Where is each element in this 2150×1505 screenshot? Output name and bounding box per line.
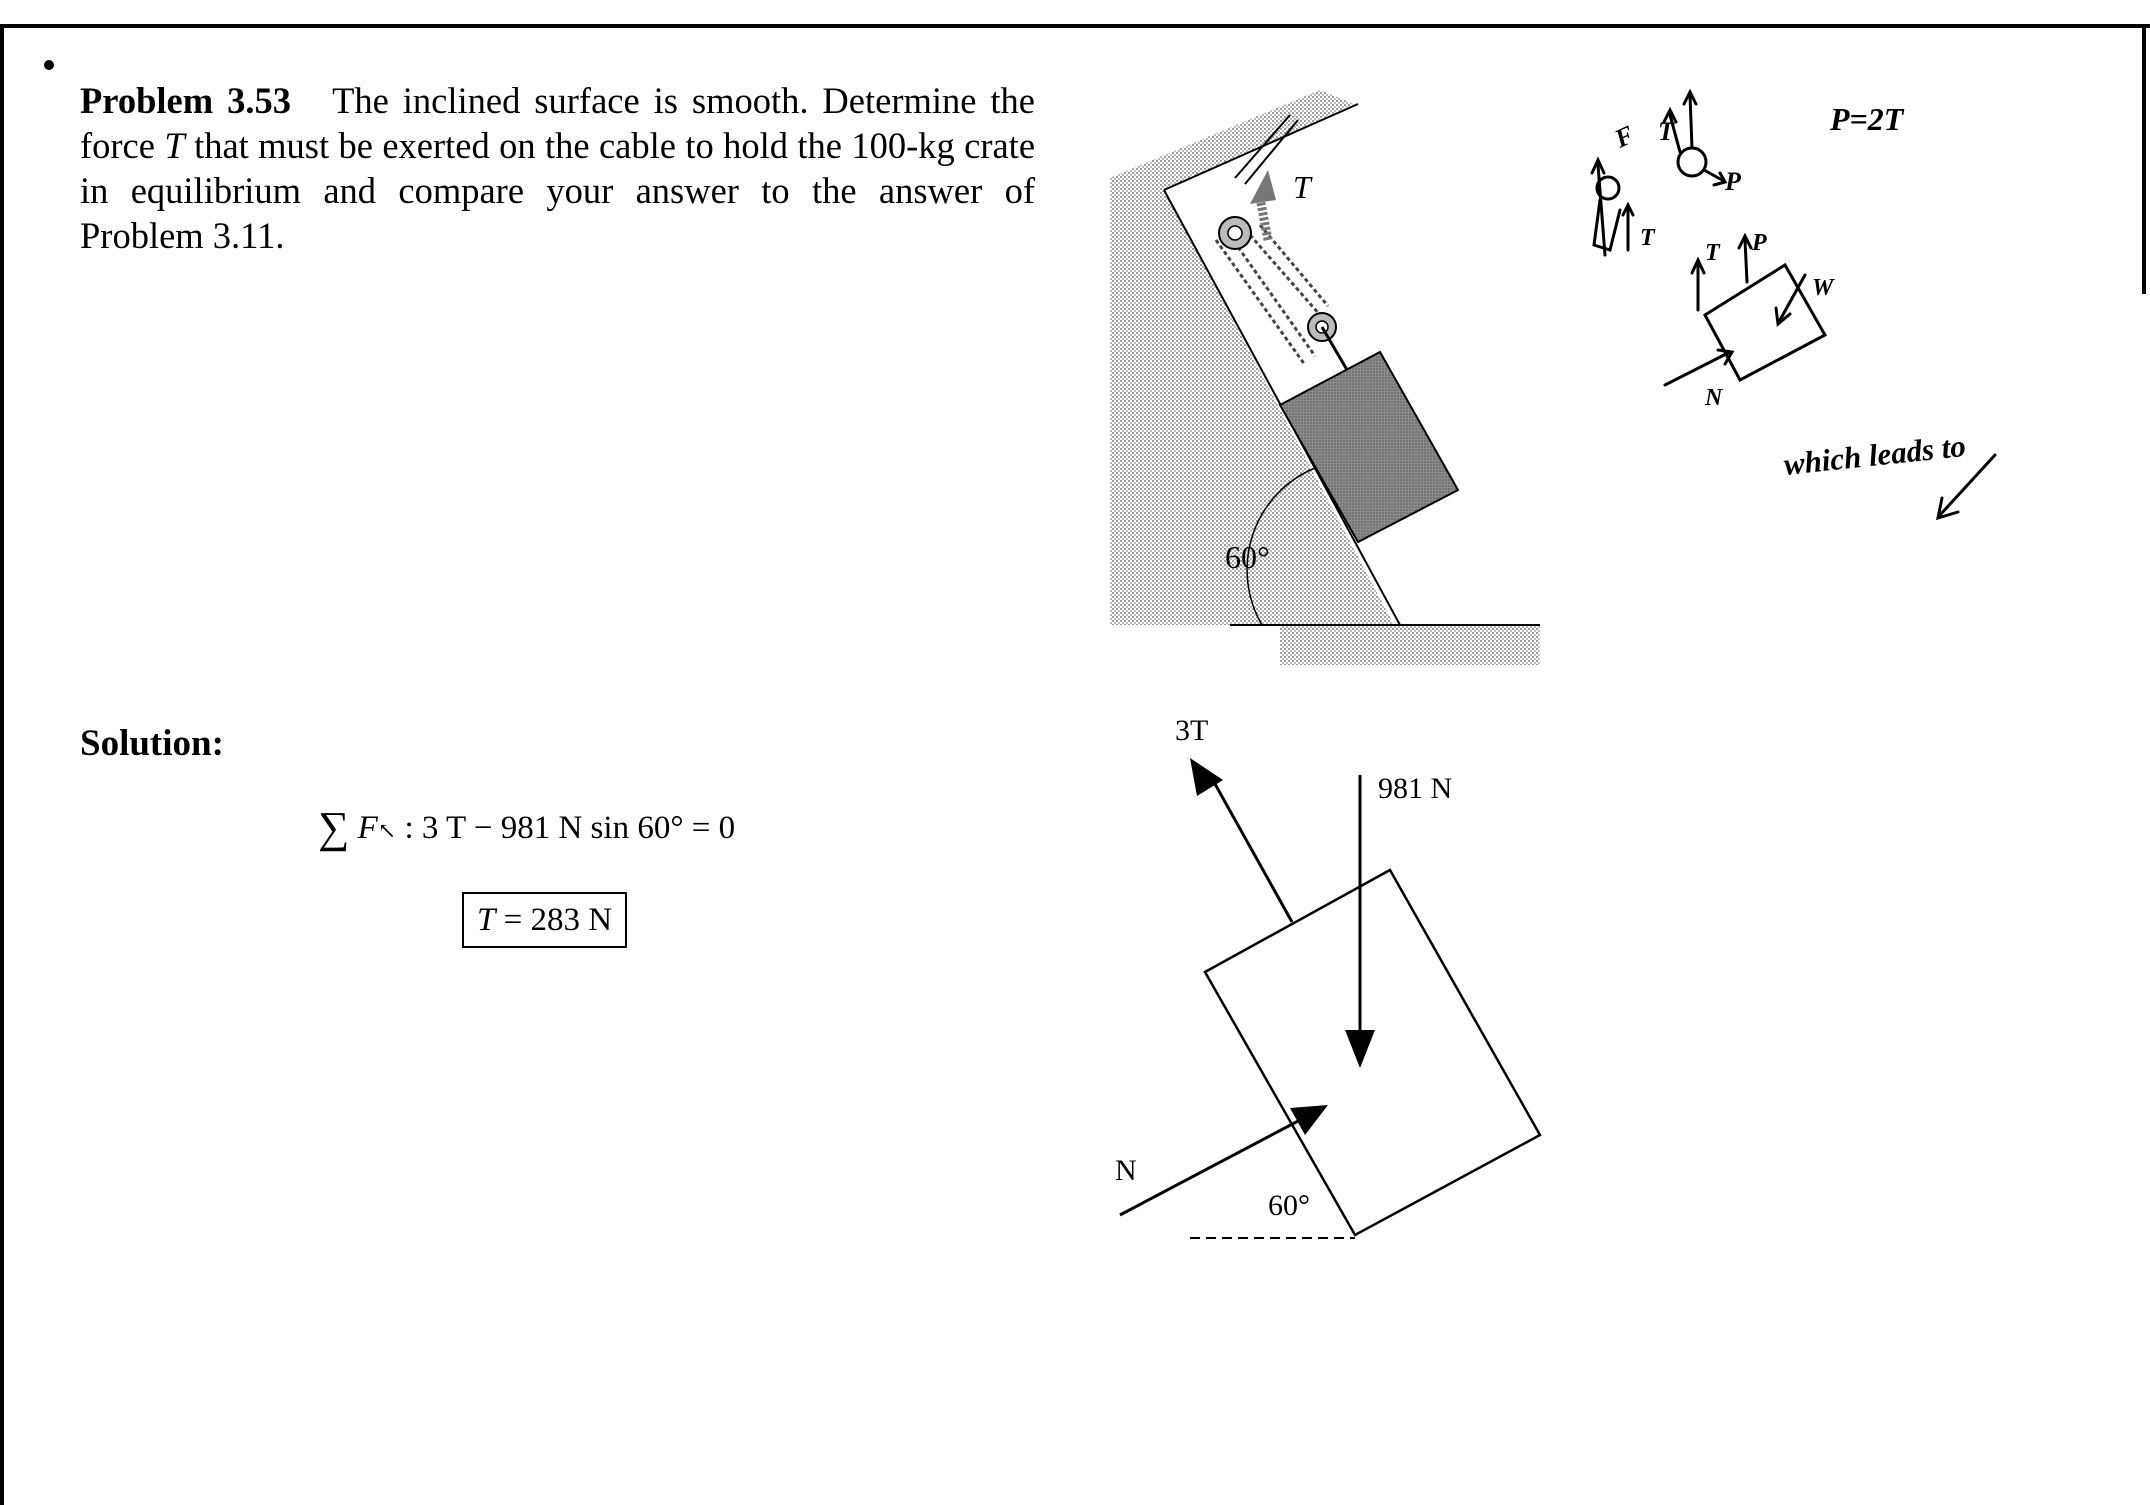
incline-surface [1110,90,1394,625]
fbd-weight-arrowhead [1345,1030,1375,1068]
sketch-pulley [1676,146,1708,178]
fbd-weight-label: 981 N [1378,772,1452,805]
ground [1280,625,1540,665]
sketch-label-t: T [1658,117,1675,146]
answer-symbol: T [477,902,496,938]
sketch-note: which leads to [1782,428,1967,482]
problem-label: Problem 3.53 [80,80,291,121]
free-body-diagram: 3T 981 N N 60° [1115,714,1542,1239]
sketch-label-p: P [1724,167,1742,196]
incline-angle-label: 60° [1225,539,1270,575]
sketch-label-p2: P [1751,230,1767,256]
sketch-label-t3: T [1705,240,1721,266]
equation-body: : 3 T − 981 N sin 60° = 0 [404,810,736,846]
equation-force-symbol: F [357,810,378,846]
page-frame-right-mark [2142,24,2146,294]
fbd-tension-arrowhead [1190,758,1223,796]
handwritten-sketch: F T T P P T W N P=2T which leads to [1590,88,1997,521]
fbd-angle-label: 60° [1268,1189,1310,1222]
answer-box: T = 283 N [462,892,628,948]
fbd-normal-arrowhead [1290,1105,1328,1135]
equation-direction-arrow: ↖ [377,818,397,843]
answer-value: = 283 N [503,902,613,938]
problem-force-symbol: T [164,125,185,166]
crate [1278,350,1460,544]
sketch-label-w: W [1812,275,1835,301]
summation-symbol: ∑ [318,803,350,852]
sketch-crate [1703,262,1828,383]
tension-arrow [1250,170,1276,204]
bullet-mark [44,60,54,70]
tension-label: T [1293,169,1313,205]
problem-text-1: The inclined surface is smooth. Determin… [80,80,1035,166]
sketch-p-relation: P=2T [1829,101,1905,137]
sketch-label-n: N [1704,385,1724,411]
fbd-normal-label: N [1115,1154,1137,1187]
fbd-tension-label: 3T [1175,714,1208,747]
fbd-crate [1203,868,1542,1237]
sketch-label-f: F [1609,120,1638,154]
problem-statement: Problem 3.53 The inclined surface is smo… [80,78,1035,258]
page-frame-left [0,24,4,1505]
solution-heading: Solution: [80,723,224,764]
equilibrium-equation: ∑ F↖ : 3 T − 981 N sin 60° = 0 [318,798,736,852]
sketch-label-t2: T [1640,225,1656,251]
incline-pulley-figure: T 60° [1110,90,1540,665]
angle-arc [1246,467,1316,626]
page-frame-top [0,24,2150,28]
problem-text-2: that must be exerted on the cable to hol… [80,125,1036,256]
